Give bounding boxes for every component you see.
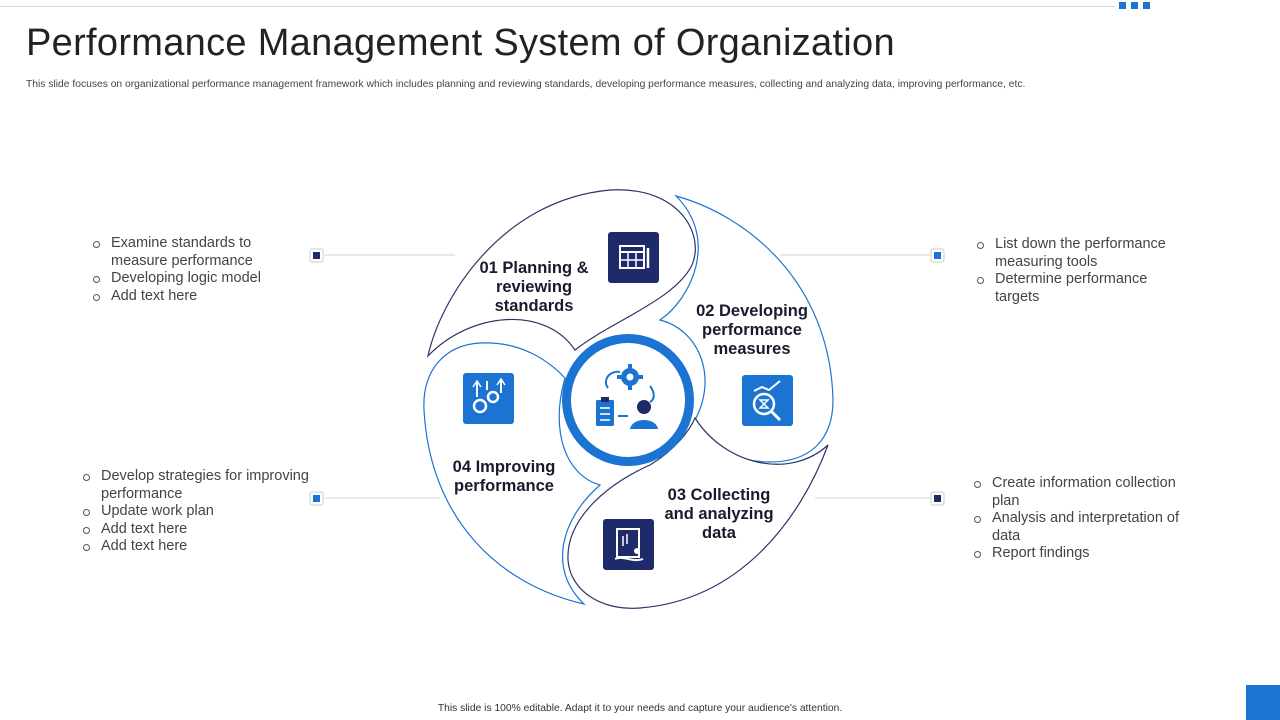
list-item: Add text here <box>82 521 322 539</box>
center-core <box>571 343 685 457</box>
bullet-list-collecting: Create information collection plan Analy… <box>973 475 1183 563</box>
list-item: Create information collection plan <box>973 475 1183 510</box>
list-item: Report findings <box>973 545 1183 563</box>
data-document-icon <box>603 519 654 570</box>
bullet-list-improving: Develop strategies for improving perform… <box>82 468 322 556</box>
bullet-list-developing: List down the performance measuring tool… <box>976 236 1186 306</box>
list-item: Analysis and interpretation of data <box>973 510 1183 545</box>
team-process-icon <box>596 364 658 429</box>
decor-square <box>1143 2 1150 9</box>
petal-planning <box>426 189 696 358</box>
stage-label-collecting: 03 Collecting and analyzing data <box>664 486 774 542</box>
bullet-list-planning: Examine standards to measure performance… <box>92 235 292 305</box>
connector-dot <box>309 491 324 506</box>
magnifier-chart-icon <box>742 375 793 426</box>
list-item: Add text here <box>82 538 322 556</box>
stage-label-developing: 02 Developing performance measures <box>696 302 808 358</box>
connector-dot <box>309 248 324 263</box>
list-item: Determine performance targets <box>976 271 1186 306</box>
connector-dot <box>930 248 945 263</box>
list-item: List down the performance measuring tool… <box>976 236 1186 271</box>
connector-dot <box>930 491 945 506</box>
gears-growth-icon <box>463 373 514 424</box>
list-item: Add text here <box>92 288 292 306</box>
list-item: Update work plan <box>82 503 322 521</box>
page-title: Performance Management System of Organiz… <box>26 22 895 64</box>
list-item: Developing logic model <box>92 270 292 288</box>
stage-label-planning: 01 Planning & reviewing standards <box>479 259 589 315</box>
decor-square <box>1119 2 1126 9</box>
stage-label-improving: 04 Improving performance <box>452 458 556 495</box>
page-subtitle: This slide focuses on organizational per… <box>26 79 1026 90</box>
footer-note: This slide is 100% editable. Adapt it to… <box>437 703 843 714</box>
decor-square <box>1131 2 1138 9</box>
top-divider <box>0 6 1115 7</box>
list-item: Examine standards to measure performance <box>92 235 292 270</box>
corner-block <box>1246 685 1280 720</box>
calendar-icon <box>608 232 659 283</box>
list-item: Develop strategies for improving perform… <box>82 468 322 503</box>
